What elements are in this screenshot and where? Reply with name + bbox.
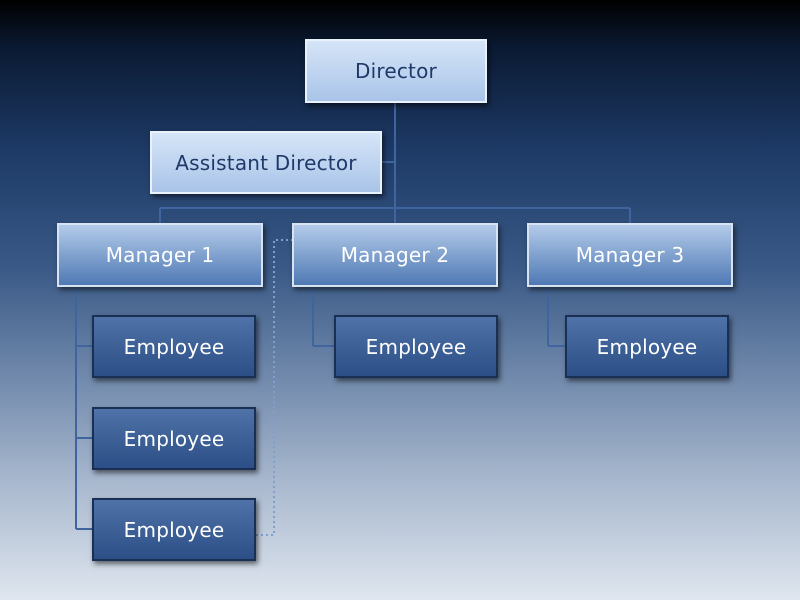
employee-label: Employee: [123, 334, 225, 359]
employee-label: Employee: [123, 517, 225, 542]
assistant-director-box: Assistant Director: [150, 131, 382, 194]
director-label: Director: [355, 59, 437, 83]
manager-1-employee-3-box: Employee: [92, 498, 256, 561]
employee-label: Employee: [123, 426, 225, 451]
manager-3-label: Manager 3: [575, 243, 685, 267]
director-box: Director: [305, 39, 487, 103]
manager-1-employee-2-box: Employee: [92, 407, 256, 470]
manager-1-label: Manager 1: [105, 243, 215, 267]
manager-2-box: Manager 2: [292, 223, 498, 287]
employee-label: Employee: [596, 334, 698, 359]
dotted-reporting-line: [256, 239, 292, 536]
manager-2-employee-box: Employee: [334, 315, 498, 378]
manager-1-box: Manager 1: [57, 223, 263, 287]
manager-1-employee-1-box: Employee: [92, 315, 256, 378]
manager-3-box: Manager 3: [527, 223, 733, 287]
assistant-director-label: Assistant Director: [175, 150, 357, 175]
employee-label: Employee: [365, 334, 467, 359]
manager-2-label: Manager 2: [340, 243, 450, 267]
manager-3-employee-box: Employee: [565, 315, 729, 378]
